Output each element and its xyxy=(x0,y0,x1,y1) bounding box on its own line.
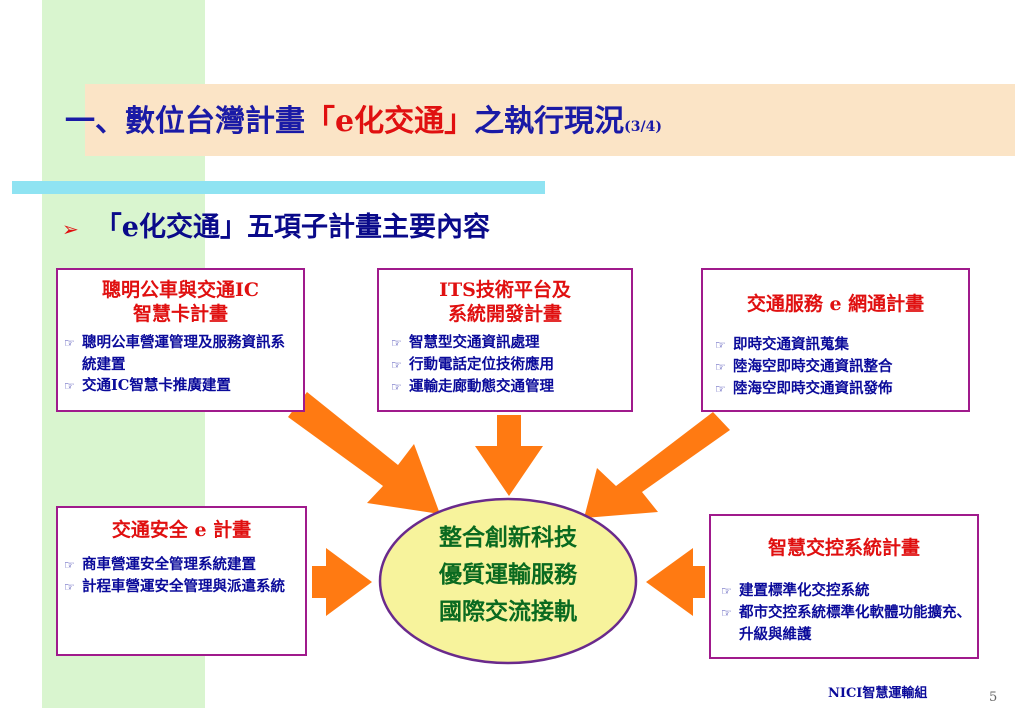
box-smart-control-title-line1: 智慧交控系統計畫 xyxy=(767,537,920,559)
box-its-platform-title-line2: 系統開發計畫 xyxy=(447,303,562,325)
box-its-platform: ITS技術平台及 系統開發計畫 ☞ 智慧型交通資訊處理 ☞ 行動電話定位技術應用 ☞… xyxy=(377,268,633,412)
list-item: ☞ 都市交控系統標準化軟體功能擴充、升級與維護 xyxy=(721,602,973,645)
list-item-text: 智慧型交通資訊處理 xyxy=(409,334,540,351)
box-its-platform-title-line1: ITS技術平台及 xyxy=(439,279,571,301)
pointing-hand-icon: ☞ xyxy=(715,338,726,352)
arrow-from-traffic-safety xyxy=(312,548,372,616)
box-its-platform-title: ITS技術平台及 系統開發計畫 xyxy=(379,278,631,326)
center-ellipse xyxy=(378,497,638,665)
subtitle: ➢ 「e化交通」五項子計畫主要內容 xyxy=(62,205,490,244)
pointing-hand-icon: ☞ xyxy=(715,360,726,374)
page-number: 5 xyxy=(989,690,998,705)
pointing-hand-icon: ☞ xyxy=(721,606,732,620)
pointing-hand-icon: ☞ xyxy=(391,380,402,394)
pointing-hand-icon: ☞ xyxy=(64,558,75,572)
list-item-text: 都市交控系統標準化軟體功能擴充、升級與維護 xyxy=(739,604,971,643)
list-item-text: 計程車營運安全管理與派遣系統 xyxy=(82,578,285,595)
box-traffic-service: 交通服務 e 網通計畫 ☞ 即時交通資訊蒐集 ☞ 陸海空即時交通資訊整合 ☞ 陸海空即… xyxy=(701,268,970,412)
box-traffic-service-title: 交通服務 e 網通計畫 xyxy=(703,292,968,316)
box-smart-control-title: 智慧交控系統計畫 xyxy=(711,536,977,560)
title-red: 「e化交通」 xyxy=(305,104,475,139)
box-traffic-service-items: ☞ 即時交通資訊蒐集 ☞ 陸海空即時交通資訊整合 ☞ 陸海空即時交通資訊發佈 xyxy=(703,334,968,400)
pointing-hand-icon: ☞ xyxy=(64,379,75,393)
list-item: ☞ 智慧型交通資訊處理 xyxy=(391,332,627,354)
title-band xyxy=(85,84,1015,156)
box-bus-card-title-line1: 聰明公車與交通IC xyxy=(101,279,259,301)
list-item: ☞ 運輸走廊動態交通管理 xyxy=(391,376,627,398)
title-part1: 一、數位台灣計畫 xyxy=(65,104,305,139)
list-item: ☞ 陸海空即時交通資訊發佈 xyxy=(715,378,964,400)
pointing-hand-icon: ☞ xyxy=(721,584,732,598)
list-item-text: 陸海空即時交通資訊發佈 xyxy=(733,380,893,397)
box-traffic-safety-title-line1: 交通安全 e 計畫 xyxy=(111,519,252,541)
triangle-arrow-bullet-icon: ➢ xyxy=(62,217,79,241)
box-traffic-safety-title: 交通安全 e 計畫 xyxy=(58,518,305,542)
arrow-from-traffic-service xyxy=(584,412,730,518)
title-fraction: (3/4) xyxy=(624,119,662,135)
list-item: ☞ 建置標準化交控系統 xyxy=(721,580,973,602)
arrow-from-smart-control xyxy=(646,548,705,616)
center-line1: 整合創新科技 xyxy=(439,524,577,551)
list-item-text: 陸海空即時交通資訊整合 xyxy=(733,358,893,375)
pointing-hand-icon: ☞ xyxy=(64,336,75,350)
box-smart-control: 智慧交控系統計畫 ☞ 建置標準化交控系統 ☞ 都市交控系統標準化軟體功能擴充、升級與… xyxy=(709,514,979,659)
box-bus-card-items: ☞ 聰明公車營運管理及服務資訊系統建置 ☞ 交通IC智慧卡推廣建置 xyxy=(58,332,303,397)
pointing-hand-icon: ☞ xyxy=(715,382,726,396)
list-item-text: 行動電話定位技術應用 xyxy=(409,356,554,373)
box-smart-control-items: ☞ 建置標準化交控系統 ☞ 都市交控系統標準化軟體功能擴充、升級與維護 xyxy=(711,580,977,645)
pointing-hand-icon: ☞ xyxy=(391,336,402,350)
list-item: ☞ 行動電話定位技術應用 xyxy=(391,354,627,376)
box-traffic-safety-items: ☞ 商車營運安全管理系統建置 ☞ 計程車營運安全管理與派遣系統 xyxy=(58,554,305,598)
title-underline-bar xyxy=(12,181,545,194)
list-item: ☞ 計程車營運安全管理與派遣系統 xyxy=(64,576,301,598)
pointing-hand-icon: ☞ xyxy=(391,358,402,372)
list-item-text: 即時交通資訊蒐集 xyxy=(733,336,849,353)
box-its-platform-items: ☞ 智慧型交通資訊處理 ☞ 行動電話定位技術應用 ☞ 運輸走廊動態交通管理 xyxy=(379,332,631,398)
list-item-text: 聰明公車營運管理及服務資訊系統建置 xyxy=(82,334,285,373)
box-bus-card-title: 聰明公車與交通IC 智慧卡計畫 xyxy=(58,278,303,326)
title-part2: 之執行現況 xyxy=(474,104,625,139)
list-item: ☞ 商車營運安全管理系統建置 xyxy=(64,554,301,576)
list-item-text: 商車營運安全管理系統建置 xyxy=(82,556,256,573)
arrow-from-bus-card xyxy=(288,392,440,514)
list-item-text: 建置標準化交控系統 xyxy=(739,582,870,599)
pointing-hand-icon: ☞ xyxy=(64,580,75,594)
list-item: ☞ 交通IC智慧卡推廣建置 xyxy=(64,375,299,397)
list-item: ☞ 陸海空即時交通資訊整合 xyxy=(715,356,964,378)
list-item: ☞ 即時交通資訊蒐集 xyxy=(715,334,964,356)
list-item: ☞ 聰明公車營運管理及服務資訊系統建置 xyxy=(64,332,299,375)
box-traffic-service-title-line1: 交通服務 e 網通計畫 xyxy=(746,293,925,315)
arrow-from-its-platform xyxy=(475,415,543,496)
list-item-text: 運輸走廊動態交通管理 xyxy=(409,378,554,395)
slide-title: 一、數位台灣計畫「e化交通」之執行現況(3/4) xyxy=(65,96,662,140)
footer-org: NICI智慧運輸組 xyxy=(828,686,928,701)
box-bus-card: 聰明公車與交通IC 智慧卡計畫 ☞ 聰明公車營運管理及服務資訊系統建置 ☞ 交通IC… xyxy=(56,268,305,412)
list-item-text: 交通IC智慧卡推廣建置 xyxy=(82,377,231,394)
subtitle-text: 「e化交通」五項子計畫主要內容 xyxy=(94,212,490,243)
box-bus-card-title-line2: 智慧卡計畫 xyxy=(132,303,228,325)
center-text: 整合創新科技 優質運輸服務 國際交流接軌 xyxy=(380,519,636,630)
box-traffic-safety: 交通安全 e 計畫 ☞ 商車營運安全管理系統建置 ☞ 計程車營運安全管理與派遣系統 xyxy=(56,506,307,656)
center-line2: 優質運輸服務 xyxy=(439,561,577,588)
center-line3: 國際交流接軌 xyxy=(439,598,577,625)
